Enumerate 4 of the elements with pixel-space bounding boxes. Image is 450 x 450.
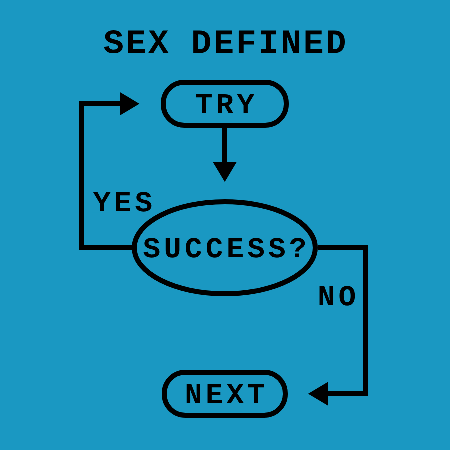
title: SEX DEFINED <box>104 30 346 54</box>
terminator-box: TRY <box>161 80 289 128</box>
terminator-box: NEXT <box>162 370 288 418</box>
edge-label: NO <box>316 285 358 307</box>
